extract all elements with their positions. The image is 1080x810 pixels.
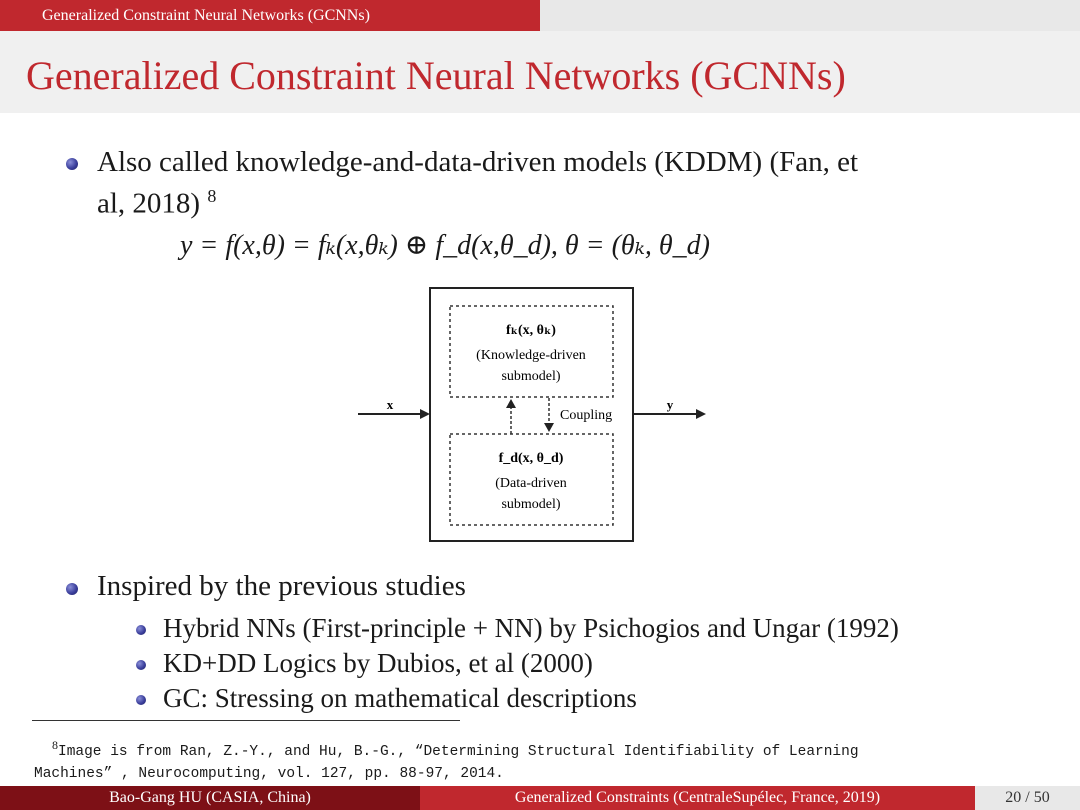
bottom-box-formula: f_d(x, θ_d) <box>499 451 564 466</box>
bullet1-line2-text: al, 2018) <box>97 187 201 220</box>
footnote-mark[interactable]: 8 <box>207 186 217 206</box>
bottom-submodel-box <box>449 433 614 526</box>
top-box-formula: fₖ(x, θₖ) <box>506 323 556 338</box>
bullet1-line1: Also called knowledge-and-data-driven mo… <box>97 146 859 178</box>
bullet-icon <box>66 158 78 170</box>
footnote-line1: Image is from Ran, Z.-Y., and Hu, B.-G.,… <box>58 743 859 760</box>
footer-author: Bao-Gang HU (CASIA, China) <box>0 786 420 810</box>
footnote-line1-wrap: 8Image is from Ran, Z.-Y., and Hu, B.-G.… <box>34 734 1034 763</box>
input-arrowhead <box>420 409 430 419</box>
sub-bullet-icon <box>136 625 146 635</box>
top-submodel-box <box>449 305 614 398</box>
bullet1-line2: al, 2018) 8 <box>97 186 216 221</box>
output-arrowhead <box>696 409 706 419</box>
input-label: x <box>387 397 394 412</box>
sub-item: GC: Stressing on mathematical descriptio… <box>163 683 637 713</box>
footer-bar: Bao-Gang HU (CASIA, China) Generalized C… <box>0 786 1080 810</box>
output-label: y <box>667 397 674 412</box>
bullet2-text: Inspired by the previous studies <box>97 570 466 602</box>
bullet-icon <box>66 583 78 595</box>
title-band <box>0 31 1080 113</box>
coupling-down-head <box>544 423 554 432</box>
bottom-box-line3: submodel) <box>501 497 560 512</box>
sub-bullet-icon <box>136 695 146 705</box>
bottom-box-line2: (Data-driven <box>495 476 567 491</box>
kddm-diagram: x y Coupling fₖ(x, θₖ) (Knowledge-driven… <box>358 287 706 542</box>
sub-item: Hybrid NNs (First-principle + NN) by Psi… <box>163 613 899 643</box>
slide-title: Generalized Constraint Neural Networks (… <box>26 53 846 98</box>
equation: y = f(x,θ) = fₖ(x,θₖ) ⊕ f_d(x,θ_d), θ = … <box>180 230 710 261</box>
footnote-rule <box>32 720 460 721</box>
sub-bullet-icon <box>136 660 146 670</box>
top-box-line2: (Knowledge-driven <box>476 348 586 363</box>
coupling-up-head <box>506 399 516 408</box>
footnote-line2: Machines” , Neurocomputing, vol. 127, pp… <box>34 765 504 782</box>
footnote: 8Image is from Ran, Z.-Y., and Hu, B.-G.… <box>34 734 1034 785</box>
top-box-line3: submodel) <box>501 369 560 384</box>
sub-item: KD+DD Logics by Dubios, et al (2000) <box>163 648 593 678</box>
outer-box <box>429 287 634 542</box>
coupling-label: Coupling <box>560 408 612 423</box>
footer-page-number: 20 / 50 <box>975 786 1080 810</box>
section-tab[interactable]: Generalized Constraint Neural Networks (… <box>0 0 540 31</box>
footer-talk-title: Generalized Constraints (CentraleSupélec… <box>514 789 881 806</box>
footnote-number: 8 <box>52 738 58 752</box>
